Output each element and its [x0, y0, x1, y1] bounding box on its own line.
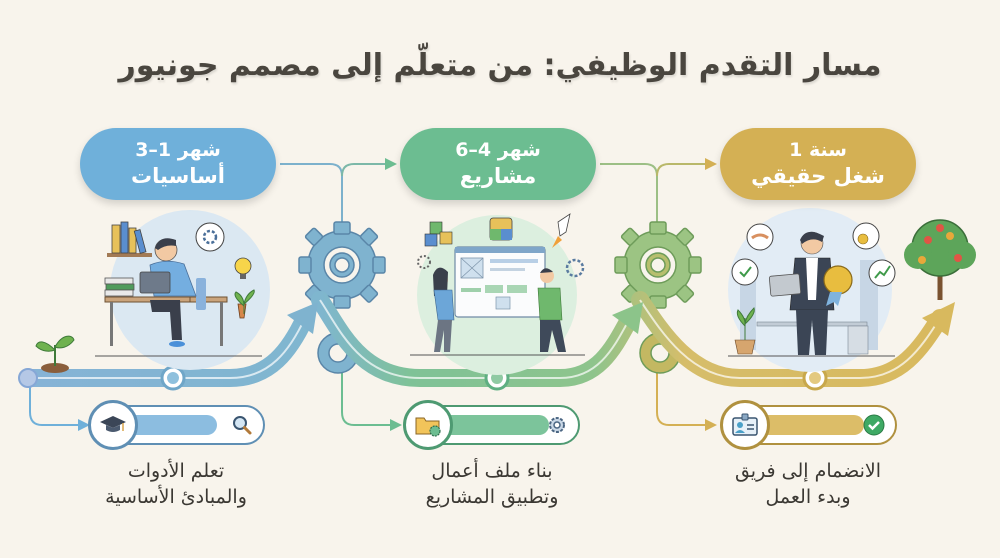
stage-name: شغل حقيقي: [751, 164, 885, 188]
milestone-progress-fill: [122, 415, 217, 435]
sprout-icon: [35, 335, 75, 373]
check-circle-icon: [863, 414, 885, 436]
milestone-progress-fill: [754, 415, 864, 435]
caption-line: الانضمام إلى فريق: [734, 460, 882, 482]
milestone-progress-fill: [437, 415, 549, 435]
milestone-icon-1: [88, 400, 138, 450]
milestone-caption-1: تعلم الأدوات والمبادئ الأساسية: [56, 458, 296, 510]
gear-icon: [298, 221, 386, 374]
stage-duration: شهر 1–3: [135, 139, 221, 161]
path-start-node: [18, 368, 38, 388]
stage-duration: سنة 1: [789, 139, 847, 161]
connector-lines: [29, 158, 717, 431]
milestone-caption-2: بناء ملف أعمال وتطبيق المشاريع: [372, 458, 612, 510]
path-node: [160, 365, 186, 391]
milestone-icon-3: [720, 400, 770, 450]
gear-icon: [614, 221, 702, 374]
caption-line: وتطبيق المشاريع: [425, 486, 559, 508]
stage-pill-1: شهر 1–3 أساسيات: [80, 128, 276, 200]
caption-line: والمبادئ الأساسية: [105, 486, 247, 508]
milestone-caption-3: الانضمام إلى فريق وبدء العمل: [688, 458, 928, 510]
progress-path: [19, 291, 955, 387]
milestone-icon-2: [403, 400, 453, 450]
stage-name: أساسيات: [131, 164, 225, 188]
id-card-icon: [732, 413, 758, 436]
caption-line: وبدء العمل: [765, 486, 851, 508]
illustration-team-wireframe: [410, 213, 585, 375]
folder-gear-icon: [415, 417, 441, 437]
caption-line: بناء ملف أعمال: [431, 460, 553, 482]
fruit-tree-icon: [904, 219, 976, 300]
page-title: مسار التقدم الوظيفي: من متعلّم إلى مصمم …: [118, 48, 882, 83]
stage-duration: شهر 4–6: [455, 139, 541, 161]
stage-name: مشاريع: [459, 164, 537, 188]
illustration-person-studying: [95, 210, 270, 370]
magnifier-icon: [233, 416, 252, 435]
stage-pill-3: سنة 1 شغل حقيقي: [720, 128, 916, 200]
illustration-professional: [728, 208, 896, 372]
path-node: [802, 365, 828, 391]
stage-pill-2: شهر 4–6 مشاريع: [400, 128, 596, 200]
graduation-cap-icon: [100, 416, 126, 432]
gear-icon: [549, 417, 565, 433]
caption-line: تعلم الأدوات: [127, 460, 225, 482]
